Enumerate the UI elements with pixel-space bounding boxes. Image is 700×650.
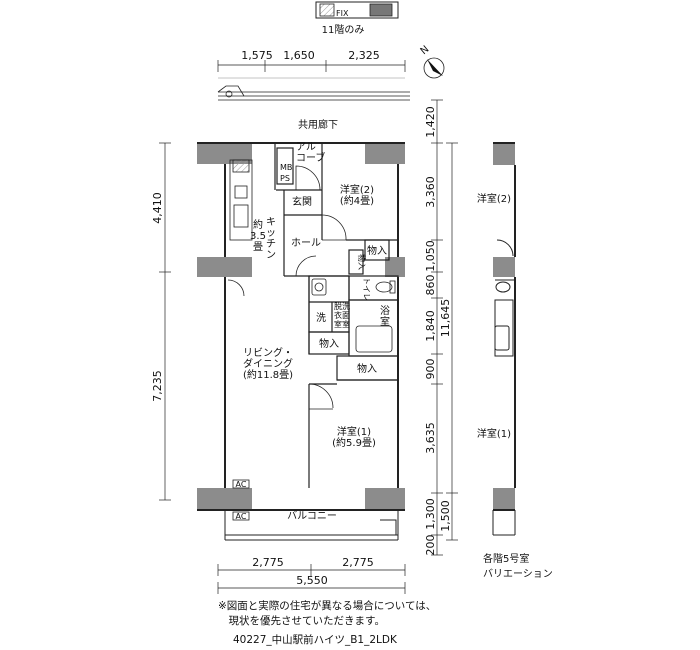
dim-total-bottom: 5,550: [296, 574, 328, 587]
room-alcove: アルコーブ: [296, 142, 325, 164]
room-storage3: 物入: [319, 337, 339, 350]
structural-columns: [197, 142, 405, 510]
top-inset: FIX 11階のみ: [315, 1, 399, 36]
room-toilet: トイレ: [362, 277, 371, 301]
top-dimensions: [217, 60, 406, 79]
room-washroom2: 脱衣室: [334, 301, 342, 329]
disclaimer-line-1: ※図面と実際の住宅が異なる場合については、: [218, 600, 437, 612]
dim-balcony-right: 1,500: [439, 500, 452, 532]
dim-total-right: 11,645: [439, 299, 452, 338]
variation-room1: 洋室(1): [477, 427, 511, 440]
outer-walls: [197, 142, 405, 511]
room-entrance: 玄関: [292, 195, 312, 208]
room-washroom: 洗面室: [342, 301, 350, 329]
room-kitchen: キッチン: [266, 217, 276, 261]
dim-top-2: 1,650: [283, 49, 315, 62]
svg-text:N: N: [419, 44, 432, 57]
fixtures: [229, 159, 396, 521]
room-storage2: 物入: [357, 254, 367, 270]
left-dimensions: [159, 142, 171, 501]
balcony-railing: [224, 510, 399, 541]
room-living: リビング・ダイニング(約11.8畳): [243, 346, 293, 381]
dim-right-2: 3,360: [424, 176, 437, 208]
room-bath: 浴室: [380, 305, 390, 328]
dim-right-6: 900: [424, 359, 437, 380]
dim-right-3: 1,050: [424, 240, 437, 272]
ac-unit-1: AC: [236, 480, 247, 489]
dim-left-1: 4,410: [151, 192, 164, 224]
corridor-railing: [217, 85, 410, 101]
bottom-dimensions: [217, 564, 406, 594]
variation-room2: 洋室(2): [477, 192, 511, 205]
room-storage1: 物入: [367, 244, 387, 257]
room-bedroom2: 洋室(2)(約4畳): [340, 183, 374, 207]
dim-top-1: 1,575: [241, 49, 273, 62]
dim-right-5: 1,840: [424, 310, 437, 342]
north-arrow-icon: N: [419, 44, 445, 79]
dim-right-1: 1,420: [424, 106, 437, 138]
doors: [227, 165, 347, 410]
dim-left-2: 7,235: [151, 370, 164, 402]
dim-right-8: 1,300: [424, 498, 437, 530]
disclaimer-line-2: 現状を優先させていただきます。: [218, 615, 385, 627]
fix-label: FIX: [336, 9, 349, 18]
variation-caption-2: バリエーション: [483, 568, 553, 580]
room-wash: 洗: [316, 312, 326, 324]
room-balcony: バルコニー: [287, 510, 337, 522]
inset-caption: 11階のみ: [322, 24, 365, 36]
variation-caption-1: 各階5号室: [483, 552, 529, 565]
dim-right-7: 3,635: [424, 422, 437, 454]
room-bedroom1: 洋室(1)(約5.9畳): [332, 425, 376, 449]
dim-bottom-1: 2,775: [252, 556, 284, 569]
dim-top-3: 2,325: [348, 49, 380, 62]
plan-code: 40227_中山駅前ハイツ_B1_2LDK: [233, 634, 397, 646]
room-storage4: 物入: [357, 362, 377, 375]
dim-right-4: 860: [424, 275, 437, 296]
room-ps: PS: [280, 174, 290, 183]
dim-bottom-2: 2,775: [342, 556, 374, 569]
room-labels: アルコーブ MB PS 玄関 洋室(2)(約4畳) ホール 物入 物入 キッチン…: [236, 142, 390, 522]
right-dimensions: [431, 99, 458, 556]
variation-plan: 洋室(2) 洋室(1) 各階5号室 バリエーション: [477, 142, 553, 580]
ac-unit-2: AC: [236, 512, 247, 521]
interior-walls: [274, 143, 399, 488]
room-hall: ホール: [291, 237, 321, 249]
dim-right-9: 200: [424, 535, 437, 556]
corridor-label: 共用廊下: [298, 118, 338, 131]
room-mb: MB: [280, 163, 292, 172]
